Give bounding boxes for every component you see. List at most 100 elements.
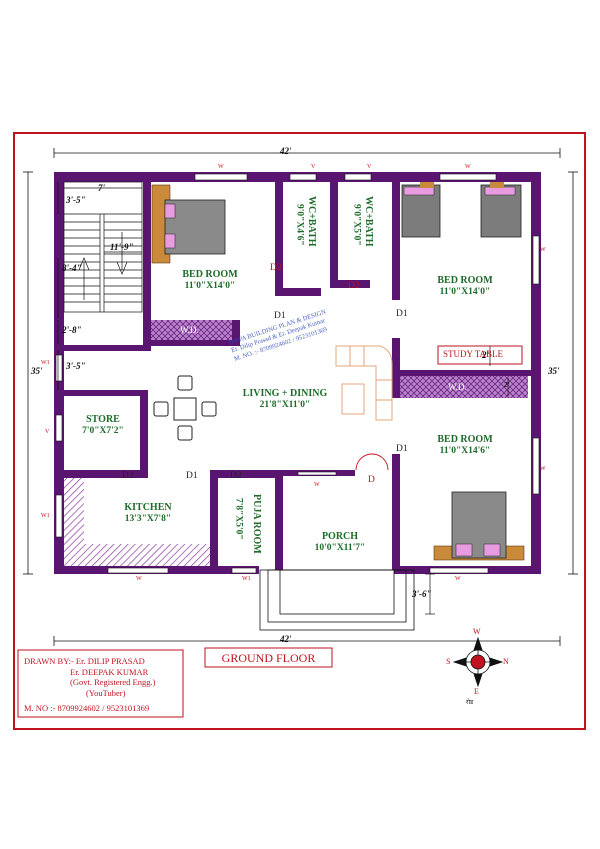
door-d2-wc2: D2	[348, 281, 360, 291]
dining-set	[153, 375, 217, 441]
door-d1-bed1: D1	[274, 311, 286, 321]
room-name: BED ROOM	[437, 434, 493, 445]
window-v-top-1: V	[311, 164, 316, 170]
drawing-title: GROUND FLOOR	[221, 651, 316, 665]
room-name: KITCHEN	[124, 502, 172, 513]
compass-s: E	[474, 687, 479, 696]
bed-room3-bed	[433, 491, 525, 561]
compass-note: रोड	[466, 700, 474, 706]
room-bed-room-1: BED ROOM 11'0"X14'0"	[150, 270, 270, 292]
overall-depth-right: 35'	[548, 366, 560, 376]
window-v-top-2: V	[367, 164, 372, 170]
room-size: 11'0"X14'6"	[439, 446, 491, 456]
title-box	[204, 647, 333, 668]
window-v-left: V	[45, 429, 50, 435]
main-door	[355, 453, 389, 471]
window-w1-left-2: W1	[41, 513, 50, 519]
room-puja: PUJA ROOM	[251, 494, 262, 554]
stair-dim-2: 3'-5"	[66, 195, 86, 205]
room-name: WC+BATH	[306, 196, 317, 247]
window-w-right-2: W	[540, 466, 546, 472]
wardrobe-bed1	[150, 320, 232, 342]
door-d2-puja: D2	[230, 471, 242, 481]
window-w-right-1: W	[540, 247, 546, 253]
stair-dim-6: 3'-5"	[66, 361, 86, 371]
room-size: 21'8"X11'0"	[259, 400, 311, 410]
study-table	[437, 345, 523, 365]
door-d1-bed3: D1	[396, 444, 408, 454]
credit-line: (YouTuber)	[86, 687, 126, 698]
wardrobe-bed3	[400, 376, 528, 398]
stair-dim-5: 2'-8"	[62, 325, 82, 335]
room-wc-bath-1: WC+BATH	[306, 196, 317, 247]
window-w-bottom-1: W	[136, 576, 142, 582]
door-d2-store: D2	[122, 471, 134, 481]
bed-room1-bed	[151, 184, 226, 264]
study-dim: 2'	[482, 350, 490, 360]
compass-e: N	[503, 657, 509, 666]
door-d2-bed1: D2	[270, 263, 282, 273]
room-kitchen: KITCHEN 13'3"X7'8"	[86, 503, 210, 525]
stair-dim-1: 7'	[98, 183, 106, 193]
overall-width-bottom: 42'	[280, 634, 292, 644]
room-wc-bath-2: WC+BATH	[363, 196, 374, 247]
overall-depth-left: 35'	[31, 366, 43, 376]
room-name: STORE	[86, 414, 120, 425]
staircase	[57, 181, 143, 390]
credits-box	[17, 649, 184, 718]
compass-n: W	[473, 627, 481, 636]
room-name: BED ROOM	[437, 275, 493, 286]
window-w-porch: W	[314, 482, 320, 488]
sheet-border	[13, 132, 586, 730]
room-bed-room-3: BED ROOM 11'0"X14'6"	[400, 435, 530, 457]
wardrobe-dim: 2'	[504, 381, 510, 389]
room-store: STORE 7'0"X7'2"	[64, 415, 142, 437]
sofa	[335, 345, 393, 421]
room-size: 7'0"X7'2"	[82, 426, 124, 436]
window-w-top-2: W	[465, 164, 471, 170]
window-w-bottom-2: W	[455, 576, 461, 582]
door-main: D	[368, 475, 375, 485]
room-name: PORCH	[321, 531, 359, 542]
kitchen-counter-hatch	[62, 544, 214, 566]
room-puja-size: 7'8"X5'0"	[233, 498, 244, 540]
credit-line: DRAWN BY:- Er. DILIP PRASAD	[24, 656, 145, 666]
room-name: WC+BATH	[363, 196, 374, 247]
window-w1-bottom: W1	[242, 576, 251, 582]
credit-line: Er. DEEPAK KUMAR	[70, 666, 149, 677]
credit-mobile: M. NO :- 8709924602 / 9523101369	[24, 702, 150, 713]
window-w1-left-1: W1	[41, 360, 50, 366]
stair-dim-3: 11'-9"	[110, 242, 134, 252]
compass-w: S	[446, 657, 451, 666]
room-wc-bath-2-size: 9'0"X5'0"	[351, 204, 362, 246]
room-size: 11'0"X14'0"	[184, 281, 236, 291]
overall-dimensions	[23, 148, 578, 646]
wardrobe-label-1: W.D.	[180, 325, 199, 335]
room-size: 10'0"X11'7"	[314, 543, 366, 553]
room-wc-bath-1-size: 9'0"X4'6"	[294, 204, 305, 246]
room-size: 13'3"X7'8"	[124, 514, 172, 524]
porch-steps	[259, 569, 415, 631]
wardrobe-label-2: W.D.	[448, 382, 467, 392]
room-name: BED ROOM	[182, 269, 238, 280]
compass	[452, 636, 504, 688]
credits: DRAWN BY:- Er. DILIP PRASAD Er. DEEPAK K…	[24, 656, 182, 713]
door-d1-bed2: D1	[396, 309, 408, 319]
door-d1-kitchen: D1	[186, 471, 198, 481]
stair-dim-4: 8'-4"	[62, 263, 82, 273]
window-openings	[55, 173, 540, 574]
room-name: PUJA ROOM	[251, 494, 262, 554]
room-living-dining: LIVING + DINING 21'8"X11'0"	[220, 389, 350, 411]
room-size: 11'0"X14'0"	[439, 287, 491, 297]
window-w-top-1: W	[218, 164, 224, 170]
room-name: LIVING + DINING	[242, 388, 328, 399]
room-bed-room-2: BED ROOM 11'0"X14'0"	[400, 276, 530, 298]
study-table-label: STUDY TABLE	[443, 349, 504, 359]
porch-step-dim: 3'-6"	[412, 589, 432, 599]
overall-width-top: 42'	[280, 146, 292, 156]
room-porch: PORCH 10'0"X11'7"	[285, 532, 395, 554]
credit-line: (Govt. Registered Engg.)	[70, 677, 156, 688]
bed-room2-beds	[401, 182, 522, 238]
